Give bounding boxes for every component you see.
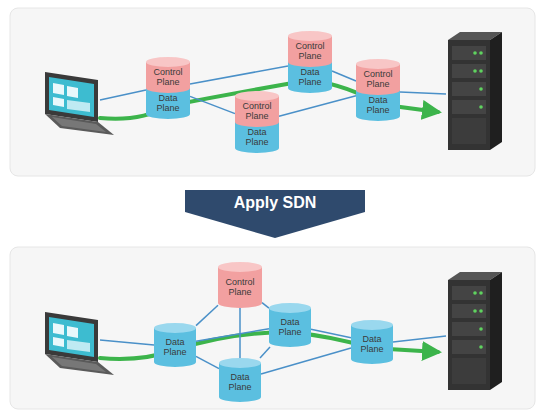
- plane-label: Data Plane: [236, 128, 278, 147]
- panel-before: [10, 8, 535, 176]
- plane-label: Control Plane: [289, 42, 331, 61]
- panel-after: [10, 247, 535, 409]
- server-icon: [448, 272, 502, 390]
- cylinder-cap: [351, 320, 393, 330]
- cylinder-cap: [219, 358, 261, 368]
- text-section: Control Plane: [219, 272, 261, 303]
- network-link: [261, 348, 351, 374]
- laptop-icon: [45, 312, 114, 375]
- network-device: Data Plane: [154, 323, 196, 367]
- cylinder-cap: [154, 323, 196, 333]
- network-device: Control PlaneData Plane: [356, 59, 400, 121]
- plane-label: Data Plane: [289, 68, 331, 87]
- network-link: [190, 66, 288, 84]
- cylinder-body: [269, 308, 311, 347]
- plane-label: Data Plane: [220, 373, 260, 392]
- arrow-fill: [185, 190, 365, 238]
- plane-label: Control Plane: [236, 102, 278, 121]
- text-section: Control Plane: [147, 67, 189, 88]
- network-link: [196, 356, 219, 368]
- text-section: Data Plane: [357, 95, 399, 116]
- text-section: Apply SDN: [186, 192, 364, 214]
- link-line: [100, 90, 146, 100]
- link-line: [100, 340, 154, 345]
- cylinder-body: [351, 325, 393, 364]
- network-link: [332, 71, 356, 81]
- plane-label: Data Plane: [147, 94, 189, 113]
- network-device: Control PlaneData Plane: [288, 31, 332, 93]
- network-link: [190, 96, 235, 113]
- plane-label: Control Plane: [219, 278, 261, 297]
- network-link: [196, 305, 218, 325]
- cylinder-body: [154, 328, 196, 367]
- text-section: Data Plane: [289, 67, 331, 88]
- server-icon: [448, 32, 502, 150]
- cylinder-cap: [235, 91, 279, 101]
- network-link: [260, 347, 270, 358]
- network-device: Data Plane: [269, 303, 311, 347]
- cylinder-cap: [288, 31, 332, 41]
- network-device: Control Plane: [218, 262, 262, 308]
- cylinder-body: [218, 267, 262, 308]
- plane-label: Control Plane: [357, 70, 399, 89]
- network-device: Data Plane: [351, 320, 393, 364]
- network-link: [262, 303, 269, 309]
- network-link: [196, 329, 269, 342]
- plane-label: Data Plane: [155, 338, 195, 357]
- cylinder-body: [219, 363, 261, 402]
- cylinder-cap: [269, 303, 311, 313]
- network-device: Control PlaneData Plane: [146, 57, 190, 119]
- plane-label: Data Plane: [352, 335, 392, 354]
- text-section: Data Plane: [220, 368, 260, 397]
- link-line: [400, 92, 446, 94]
- network-link: [279, 96, 356, 116]
- text-section: Control Plane: [289, 41, 331, 62]
- cylinder-cap: [218, 262, 262, 272]
- text-section: Control Plane: [236, 101, 278, 122]
- plane-label: Data Plane: [357, 96, 399, 115]
- text-section: Data Plane: [236, 127, 278, 148]
- plane-label: Control Plane: [147, 68, 189, 87]
- text-section: Data Plane: [270, 313, 310, 342]
- laptop-icon: [45, 72, 114, 135]
- text-section: Control Plane: [357, 69, 399, 90]
- cylinder-cap: [146, 57, 190, 67]
- text-section: Data Plane: [147, 93, 189, 114]
- plane-label: Data Plane: [270, 318, 310, 337]
- step-label: Apply SDN: [234, 194, 317, 212]
- network-device: Data Plane: [219, 358, 261, 402]
- text-section: Data Plane: [155, 333, 195, 362]
- cylinder-cap: [356, 59, 400, 69]
- text-section: Data Plane: [352, 330, 392, 359]
- link-line: [393, 336, 446, 342]
- network-link: [311, 329, 351, 337]
- step-banner: Apply SDN: [185, 190, 365, 238]
- network-device: Control PlaneData Plane: [235, 91, 279, 153]
